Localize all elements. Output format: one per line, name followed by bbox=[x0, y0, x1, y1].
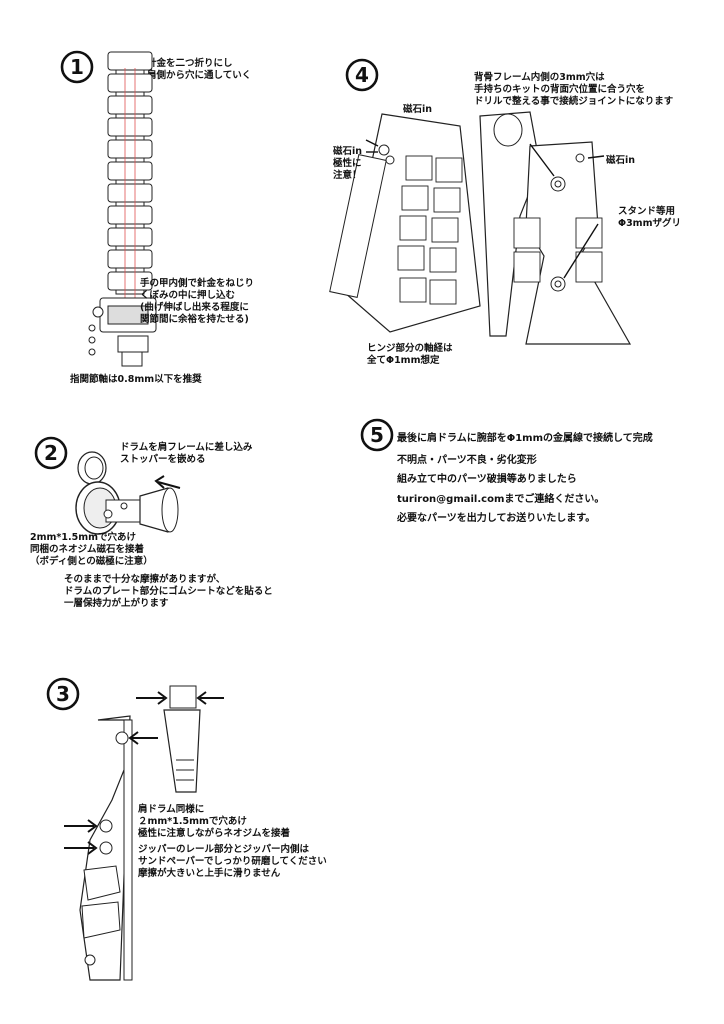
arm-link-joint bbox=[115, 223, 145, 229]
arm-link-segment bbox=[107, 161, 153, 181]
step-3-zipper-arm-illustration bbox=[64, 685, 224, 981]
arm-link-joint bbox=[115, 157, 145, 163]
step-2-shoulder-drum-illustration bbox=[75, 451, 181, 535]
label-magnet-left: 磁石in 極性に 注意！ bbox=[333, 146, 363, 181]
arm-link-segment bbox=[107, 249, 153, 269]
step-4-backpack-frame-illustration bbox=[329, 111, 632, 345]
step-1-note-hand: 手の甲内側で針金をねじり くぼみの中に押し込む (曲げ伸ばし出来る程度に 関節間… bbox=[140, 278, 255, 325]
step-1-arm-chain-illustration bbox=[88, 51, 157, 367]
arm-link-segment bbox=[107, 227, 153, 247]
arm-link-joint bbox=[115, 135, 145, 141]
step-1-note-bottom: 指関節軸は0.8mm以下を推奨 bbox=[70, 374, 202, 385]
label-magnet-right: 磁石in bbox=[606, 155, 636, 166]
label-magnet-top: 磁石in bbox=[403, 104, 433, 115]
svg-text:3: 3 bbox=[56, 682, 70, 706]
arm-link-segment bbox=[107, 51, 153, 71]
svg-text:1: 1 bbox=[70, 55, 84, 79]
step-2-note-magnet: 2mm*1.5mmで穴あけ 同梱のネオジム磁石を接着 （ボディ側との磁極に注意） bbox=[30, 532, 153, 567]
step-3-note-magnet: 肩ドラム同様に ２mm*1.5mmで穴あけ 極性に注意しながらネオジムを接着 bbox=[138, 804, 291, 839]
arm-link-segment bbox=[107, 183, 153, 203]
step-1-note-top: 針金を二つ折りにし 肩側から穴に通していく bbox=[147, 58, 252, 81]
arm-link-segment bbox=[107, 73, 153, 93]
arm-link-joint bbox=[115, 289, 145, 295]
arm-link-joint bbox=[115, 179, 145, 185]
arm-link-joint bbox=[115, 113, 145, 119]
arm-link-joint bbox=[115, 201, 145, 207]
step-2-note-friction: そのままで十分な摩擦がありますが、 ドラムのプレート部分にゴムシートなどを貼ると… bbox=[64, 574, 273, 609]
step-3-number: 3 bbox=[46, 677, 80, 711]
step-4-number: 4 bbox=[345, 58, 379, 92]
step-5-number: 5 bbox=[360, 418, 394, 452]
arm-link-joint bbox=[115, 69, 145, 75]
svg-text:2: 2 bbox=[44, 441, 58, 465]
step-5-line-5: 必要なパーツを出力してお送りいたします。 bbox=[397, 513, 596, 524]
arm-link-segment bbox=[107, 95, 153, 115]
svg-text:5: 5 bbox=[370, 423, 384, 447]
arm-link-joint bbox=[115, 267, 145, 273]
svg-text:4: 4 bbox=[355, 63, 369, 87]
arm-link-segment bbox=[107, 139, 153, 159]
arm-link-segment bbox=[107, 117, 153, 137]
arm-link-segment bbox=[107, 205, 153, 225]
step-1-number: 1 bbox=[60, 50, 94, 84]
arm-link-joint bbox=[115, 91, 145, 97]
step-3-note-zipper: ジッパーのレール部分とジッパー内側は サンドペーパーでしっかり研磨してください … bbox=[138, 844, 327, 879]
label-stand-hole: スタンド等用 Φ3mmザグリ bbox=[618, 206, 681, 229]
step-4-note-hinge: ヒンジ部分の軸経は 全てΦ1mm想定 bbox=[367, 343, 453, 366]
arm-link-joint bbox=[115, 245, 145, 251]
step-2-number: 2 bbox=[34, 436, 68, 470]
step-2-note-top: ドラムを肩フレームに差し込み ストッパーを嵌める bbox=[120, 442, 253, 465]
step-5-line-2: 不明点・パーツ不良・劣化変形 bbox=[397, 455, 537, 466]
step-5-line-3: 組み立て中のパーツ破損等ありましたら bbox=[397, 474, 577, 485]
step-5-line-1: 最後に肩ドラムに腕部をΦ1mmの金属線で接続して完成 bbox=[397, 433, 653, 444]
step-5-contact-email[interactable]: turiron@gmail.comまでご連絡ください。 bbox=[397, 494, 605, 505]
step-4-note-top: 背骨フレーム内側の3mm穴は 手持ちのキットの背面穴位置に合う穴を ドリルで整え… bbox=[474, 72, 674, 107]
